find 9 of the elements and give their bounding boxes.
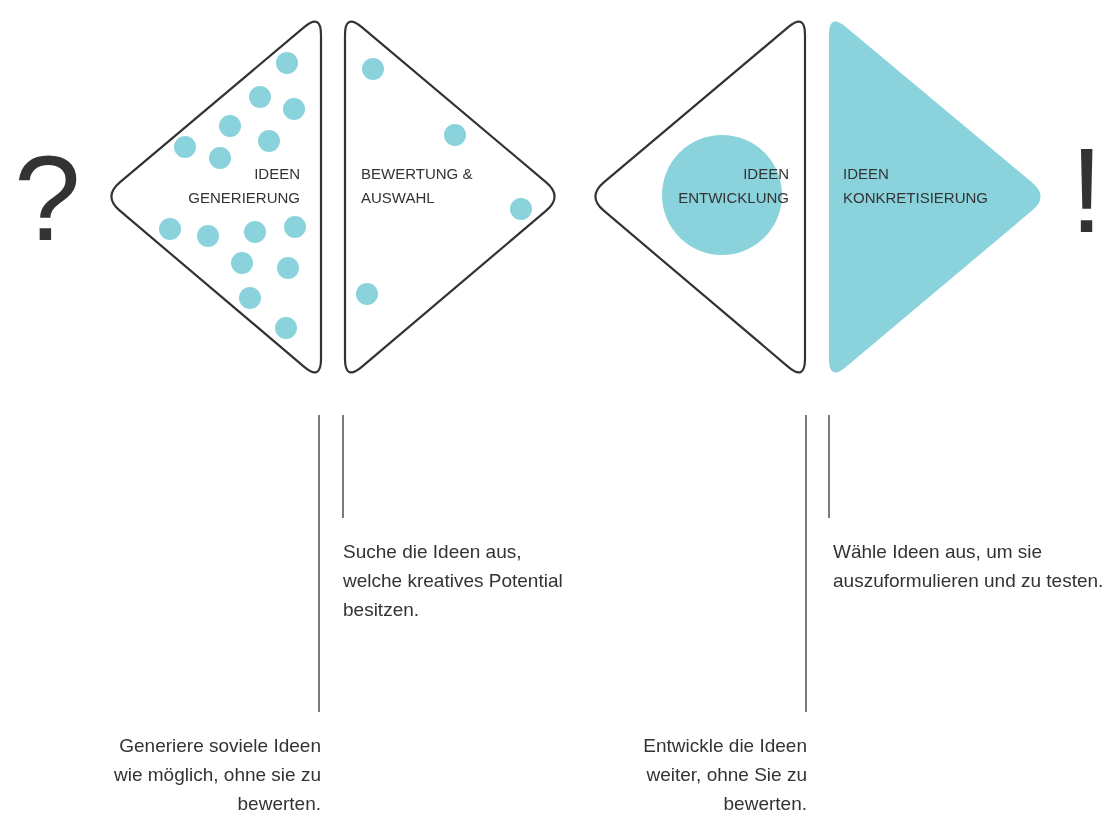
description-text: Generiere soviele Ideen wie möglich, ohne sie zu bewerten. [113,734,321,816]
description-text: Entwickle die Ideen weiter, ohne Sie zu bewerten. [642,734,807,816]
question-mark: ? [14,138,81,258]
stage-label: IDEEN KONKRETISIERUNG [843,164,990,208]
stage-label: IDEEN GENERIERUNG [187,164,300,208]
stage-label: BEWERTUNG & AUSWAHL [361,164,474,208]
description-text: Suche die Ideen aus, welche kreatives Potential besitzen. [343,540,564,622]
description-text: Wähle Ideen aus, um sie auszuformulieren und zu testen. [833,540,1105,593]
exclamation-mark: ! [1070,130,1104,250]
